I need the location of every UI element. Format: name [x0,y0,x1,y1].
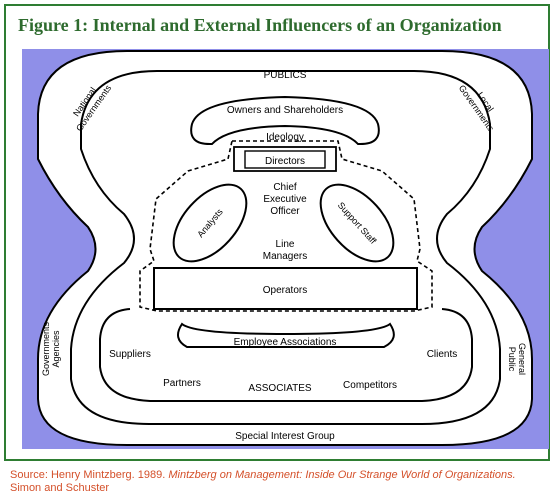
ceo-label-2: Executive [263,194,307,205]
support-staff-ellipse [319,183,395,263]
diagram-panel: PUBLICS National Governments Local Gover… [22,49,549,449]
general-public-label-1: General [517,343,527,375]
ceo-label-1: Chief [273,182,297,193]
source-publisher: Simon and Schuster [10,482,110,494]
associates-label: ASSOCIATES [248,383,311,394]
competitors-label: Competitors [343,380,397,391]
publics-boundary [37,50,533,446]
influencers-diagram: PUBLICS National Governments Local Gover… [37,50,533,446]
operators-box [153,267,418,310]
line-managers-label-2: Managers [263,251,307,262]
owners-label: Owners and Shareholders [227,105,343,116]
governments-agencies-label-1: Governments [41,321,51,376]
organization-boundary [139,140,433,312]
figure-title: Figure 1: Internal and External Influenc… [18,15,502,35]
source-citation: Source: Henry Mintzberg. 1989. Mintzberg… [10,469,550,495]
source-prefix: Source: Henry Mintzberg. 1989. [10,469,169,481]
employee-associations-label: Employee Associations [234,337,337,348]
governments-agencies-label-2: Agencies [51,330,61,368]
general-public-label-2: Public [507,347,517,372]
analysts-ellipse [172,183,248,263]
inner-boundary [70,70,501,425]
employee-associations-pill [177,322,395,348]
figure-frame: Figure 1: Internal and External Influenc… [4,4,550,461]
directors-label: Directors [265,156,305,167]
associates-band [99,308,473,402]
ceo-label-3: Officer [270,206,300,217]
publics-label: PUBLICS [264,70,307,81]
special-interest-group-label: Special Interest Group [235,431,335,442]
suppliers-label: Suppliers [109,349,151,360]
directors-inner-box [244,150,326,169]
operators-label: Operators [263,285,307,296]
ideology-label: Ideology [266,132,304,143]
partners-label: Partners [163,378,201,389]
clients-label: Clients [427,349,458,360]
source-book-title: Mintzberg on Management: Inside Our Stra… [168,469,516,481]
line-managers-label-1: Line [276,239,295,250]
owners-arc [190,95,380,146]
